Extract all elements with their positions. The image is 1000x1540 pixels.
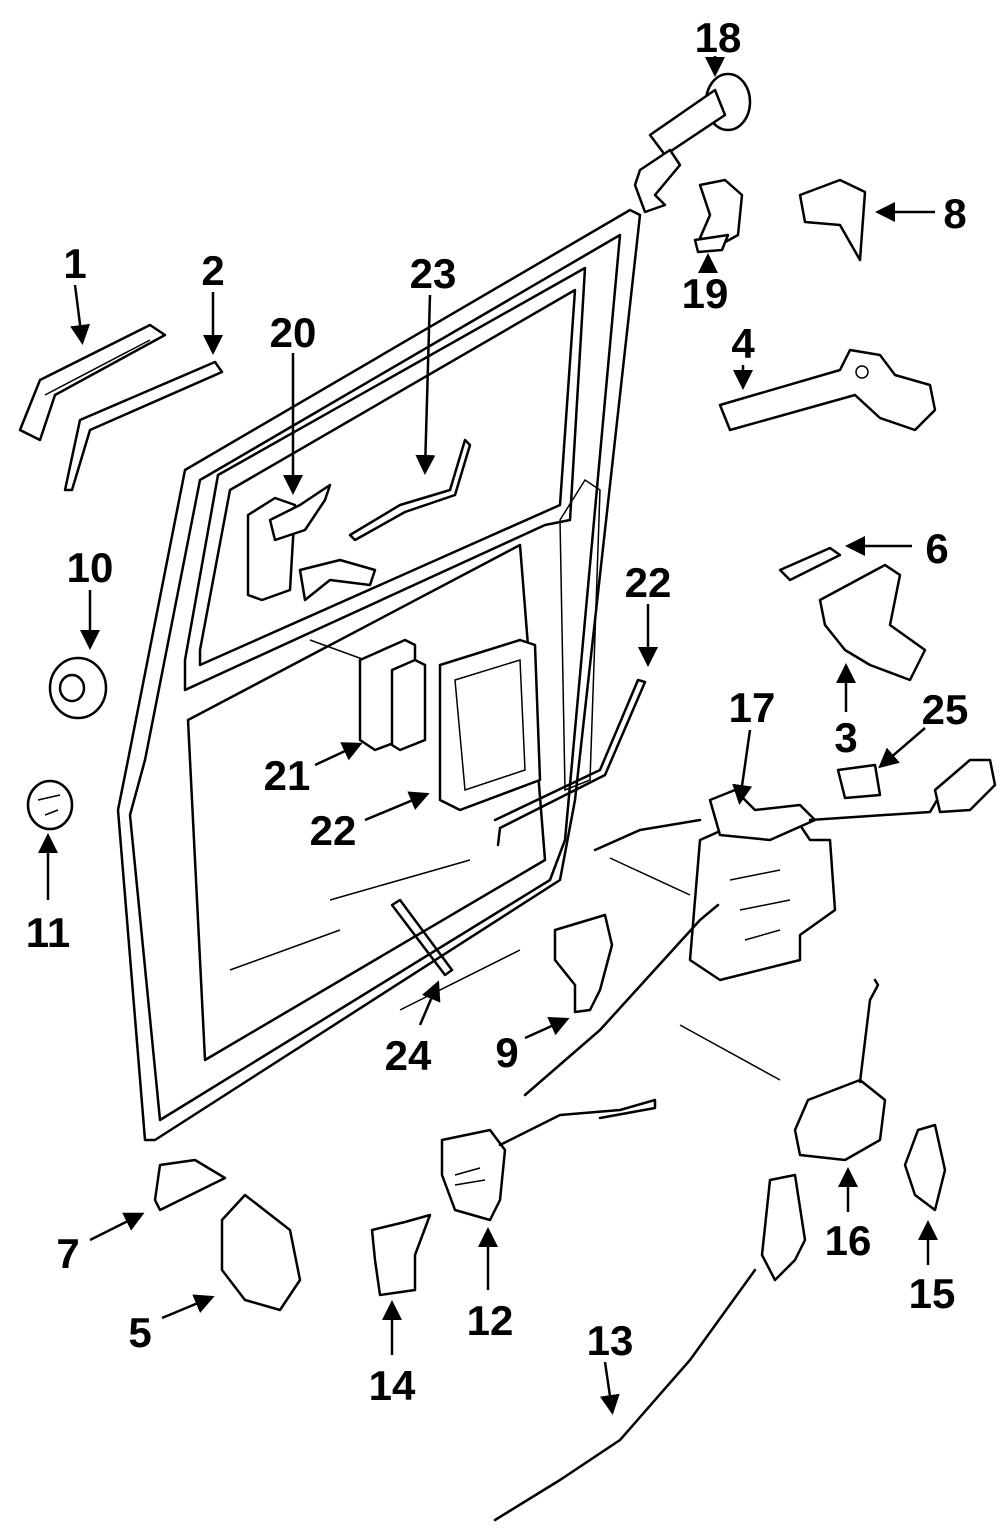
callout-14: 14 (369, 1362, 416, 1409)
callout-18: 18 (695, 14, 742, 61)
callout-10: 10 (67, 544, 114, 591)
callout-22-upper: 22 (625, 559, 672, 606)
part-19-retainer (693, 178, 744, 254)
arrow-1 (70, 284, 91, 345)
callout-3: 3 (834, 714, 857, 761)
arrow-9 (524, 1017, 570, 1040)
callout-15: 15 (909, 1270, 956, 1317)
part-24-rod (390, 898, 454, 977)
part-8-bracket (798, 178, 867, 262)
part-16-lock-actuator (793, 978, 887, 1162)
part-9-handle (553, 913, 614, 1014)
part-6-pad (778, 546, 842, 582)
rod (523, 903, 720, 1097)
callout-5: 5 (128, 1309, 151, 1356)
callout-17: 17 (729, 684, 776, 731)
callout-7: 7 (56, 1230, 79, 1277)
part-1-track (18, 323, 167, 442)
part-23-rod (348, 438, 472, 542)
callout-2: 2 (201, 247, 224, 294)
callout-25: 25 (922, 686, 969, 733)
part-20-handle (246, 483, 377, 602)
part-15-striker (903, 1123, 947, 1212)
part-22-bezel (438, 638, 542, 812)
callout-11: 11 (26, 909, 70, 956)
arrow-5 (161, 1294, 215, 1320)
part-17-latch-assembly (593, 758, 997, 982)
part-7-bracket (153, 1158, 227, 1212)
part-4-hinge-track (718, 348, 937, 432)
part-18-lock-cylinder (633, 72, 752, 214)
part-2-track (63, 360, 224, 492)
arrow-23 (415, 294, 436, 475)
callout-13: 13 (587, 1317, 634, 1364)
callout-8: 8 (943, 190, 966, 237)
callout-23: 23 (410, 250, 457, 297)
part-22-rod (493, 678, 647, 847)
part-12-latch (440, 1098, 657, 1222)
arrow-22-lower (364, 791, 430, 822)
part-3-roller-bracket (818, 563, 927, 682)
callout-6: 6 (925, 525, 948, 572)
part-21-pad (358, 638, 427, 752)
callout-4: 4 (731, 320, 755, 367)
arrow-13 (599, 1361, 620, 1415)
arrow-17 (732, 729, 753, 805)
part-13-cable (493, 1173, 807, 1522)
part-10-roller (48, 656, 108, 720)
part-5-bracket (220, 1193, 302, 1312)
arrow-24 (418, 980, 441, 1026)
arrow-25 (878, 727, 926, 769)
callouts: 18 19 8 1 2 23 20 4 10 6 22 17 25 3 21 2… (26, 14, 969, 1415)
arrow-7 (89, 1212, 145, 1242)
callout-12: 12 (467, 1297, 514, 1344)
callout-24: 24 (385, 1032, 432, 1079)
door-panel (116, 208, 642, 1142)
callout-22-lower: 22 (310, 807, 357, 854)
arrow-21 (314, 742, 363, 767)
leader-line (609, 857, 781, 1081)
callout-20: 20 (270, 309, 317, 356)
part-14-bracket (370, 1213, 432, 1297)
part-25-pad (836, 763, 882, 800)
part-11-bumper (26, 779, 74, 831)
callout-19: 19 (682, 270, 729, 317)
callout-21: 21 (264, 752, 311, 799)
callout-9: 9 (495, 1029, 518, 1076)
callout-1: 1 (63, 240, 86, 287)
callout-16: 16 (825, 1217, 872, 1264)
